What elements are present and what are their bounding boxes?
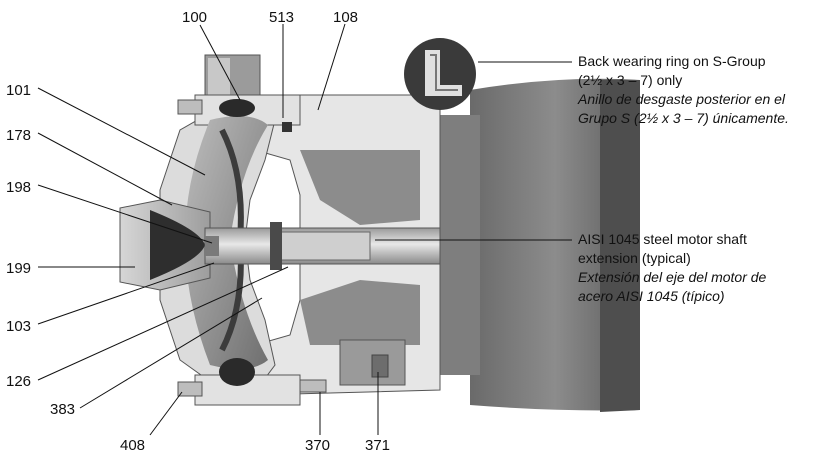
part-number-370: 370: [305, 437, 330, 454]
suction-inlet: [119, 199, 211, 291]
wear-ring-callout-line-4: Grupo S (2½ x 3 – 7) únicamente.: [578, 110, 789, 126]
shaft-callout-line-1: AISI 1045 steel motor shaft: [578, 231, 747, 247]
part-number-126: 126: [6, 373, 31, 390]
part-number-103: 103: [6, 318, 31, 335]
wear-ring-callout-line-1: Back wearing ring on S-Group: [578, 53, 766, 69]
part-number-383: 383: [50, 401, 75, 418]
bolts: [177, 99, 389, 397]
part-number-198: 198: [6, 179, 31, 196]
part-number-513: 513: [269, 9, 294, 26]
wear-ring-callout-line-2: (2½ x 3 – 7) only: [578, 72, 683, 88]
shaft-callout-line-2: extension (typical): [578, 250, 691, 266]
wear-ring-callout-line-3: Anillo de desgaste posterior en el: [578, 91, 786, 107]
part-number-199: 199: [6, 260, 31, 277]
wear-ring-detail: [404, 38, 476, 110]
wear-ring-callout: Back wearing ring on S-Group (2½ x 3 – 7…: [578, 52, 789, 128]
part-number-108: 108: [333, 9, 358, 26]
shaft-callout-line-4: acero AISI 1045 (típico): [578, 288, 725, 304]
motor-shaft: [204, 222, 441, 270]
part-number-371: 371: [365, 437, 390, 454]
part-number-408: 408: [120, 437, 145, 454]
shaft-callout: AISI 1045 steel motor shaft extension (t…: [578, 230, 766, 306]
part-number-178: 178: [6, 127, 31, 144]
motor-body: [435, 78, 640, 412]
part-number-100: 100: [182, 9, 207, 26]
shaft-callout-line-3: Extensión del eje del motor de: [578, 269, 767, 285]
part-number-101: 101: [6, 82, 31, 99]
leader-lines: [37, 23, 572, 436]
